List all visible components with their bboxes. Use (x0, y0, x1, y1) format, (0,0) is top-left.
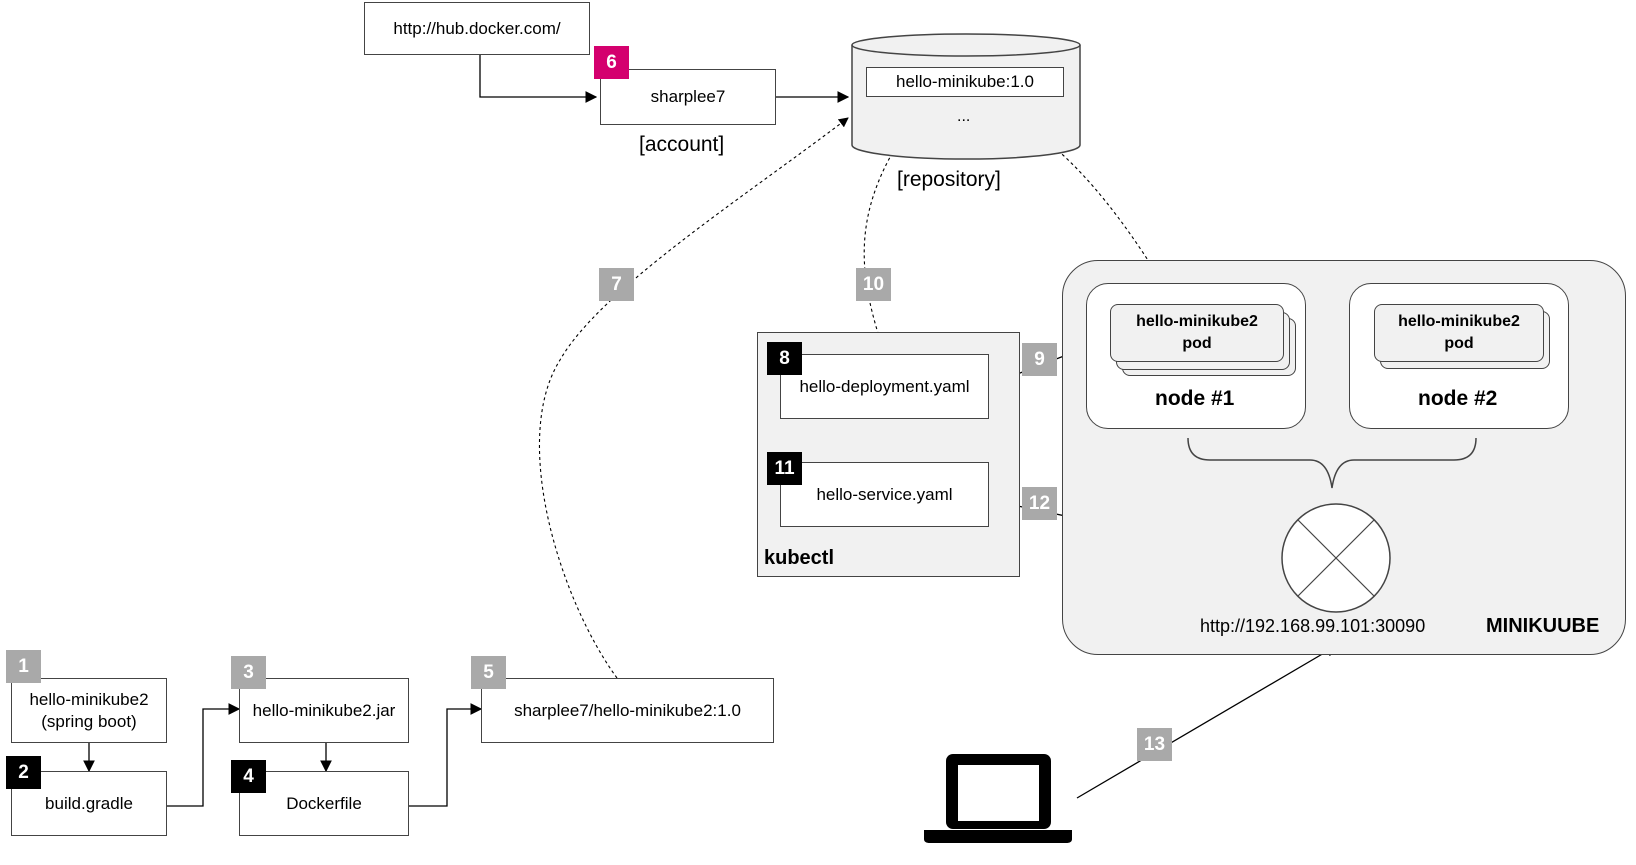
step-9-badge: 9 (1022, 343, 1057, 376)
node-1-pod-type: pod (1182, 335, 1212, 352)
service-yaml-label: hello-service.yaml (816, 484, 953, 504)
minikube-label: MINIKUUBE (1486, 615, 1600, 637)
laptop-to-url-arrow (1076, 645, 1338, 799)
dockerfile-to-image-arrow (409, 703, 483, 807)
app-framework: (spring boot) (41, 711, 137, 731)
node-2-pod-name: hello-minikube2 (1398, 313, 1520, 330)
node-2-pod-type: pod (1444, 335, 1474, 352)
account-name: sharplee7 (650, 87, 726, 106)
service-url[interactable]: http://192.168.99.101:30090 (1200, 616, 1426, 636)
push-image-dotted-arrow (539, 117, 849, 679)
step-10-badge: 10 (856, 268, 891, 301)
deployment-yaml-box: hello-deployment.yaml (780, 354, 989, 419)
step-12-badge: 12 (1022, 487, 1057, 520)
step-6-badge: 6 (594, 46, 629, 79)
step-11-badge: 11 (767, 452, 802, 485)
app-name: hello-minikube2 (29, 689, 149, 709)
step-5-badge: 5 (471, 656, 506, 689)
node-1-label: node #1 (1155, 387, 1235, 410)
step-4-badge: 4 (231, 760, 266, 793)
step-13-badge: 13 (1137, 728, 1172, 761)
repository-caption: [repository] (897, 168, 1001, 191)
step-7-badge: 7 (599, 268, 634, 301)
kubectl-label: kubectl (764, 547, 835, 569)
step-8-badge: 8 (767, 342, 802, 375)
docker-image-box: sharplee7/hello-minikube2:1.0 (481, 678, 774, 743)
gradle-to-jar-arrow (167, 703, 241, 807)
step-2-badge: 2 (6, 756, 41, 789)
deployment-yaml-label: hello-deployment.yaml (799, 376, 970, 396)
node-2-label: node #2 (1418, 387, 1498, 410)
service-yaml-box: hello-service.yaml (780, 462, 989, 527)
node-1-pod-name: hello-minikube2 (1136, 313, 1258, 330)
step-1-badge: 1 (6, 650, 41, 683)
docker-hub-url: http://hub.docker.com/ (393, 18, 561, 38)
jar-label: hello-minikube2.jar (252, 700, 396, 720)
step-3-badge: 3 (231, 656, 266, 689)
hub-to-account-arrow (479, 55, 598, 103)
repository-image-tag: hello-minikube:1.0 (866, 67, 1064, 97)
account-caption: [account] (639, 133, 725, 156)
repository-image-name: hello-minikube:1.0 (896, 72, 1034, 91)
docker-image-label: sharplee7/hello-minikube2:1.0 (514, 700, 741, 720)
app-box: hello-minikube2 (spring boot) (11, 678, 167, 743)
account-box: sharplee7 (600, 69, 776, 125)
repository-more: ... (957, 108, 971, 125)
jar-box: hello-minikube2.jar (239, 678, 409, 743)
gradle-label: build.gradle (45, 793, 133, 813)
node-2-pod: hello-minikube2 pod (1374, 304, 1544, 362)
dockerfile-label: Dockerfile (286, 793, 362, 813)
docker-hub-box: http://hub.docker.com/ (364, 2, 590, 55)
node-1-pod: hello-minikube2 pod (1110, 304, 1284, 362)
dockerfile-box: Dockerfile (239, 771, 409, 836)
repository-to-pod-dotted-arrow (969, 99, 1169, 293)
deployment-image-dotted-line (863, 95, 967, 353)
